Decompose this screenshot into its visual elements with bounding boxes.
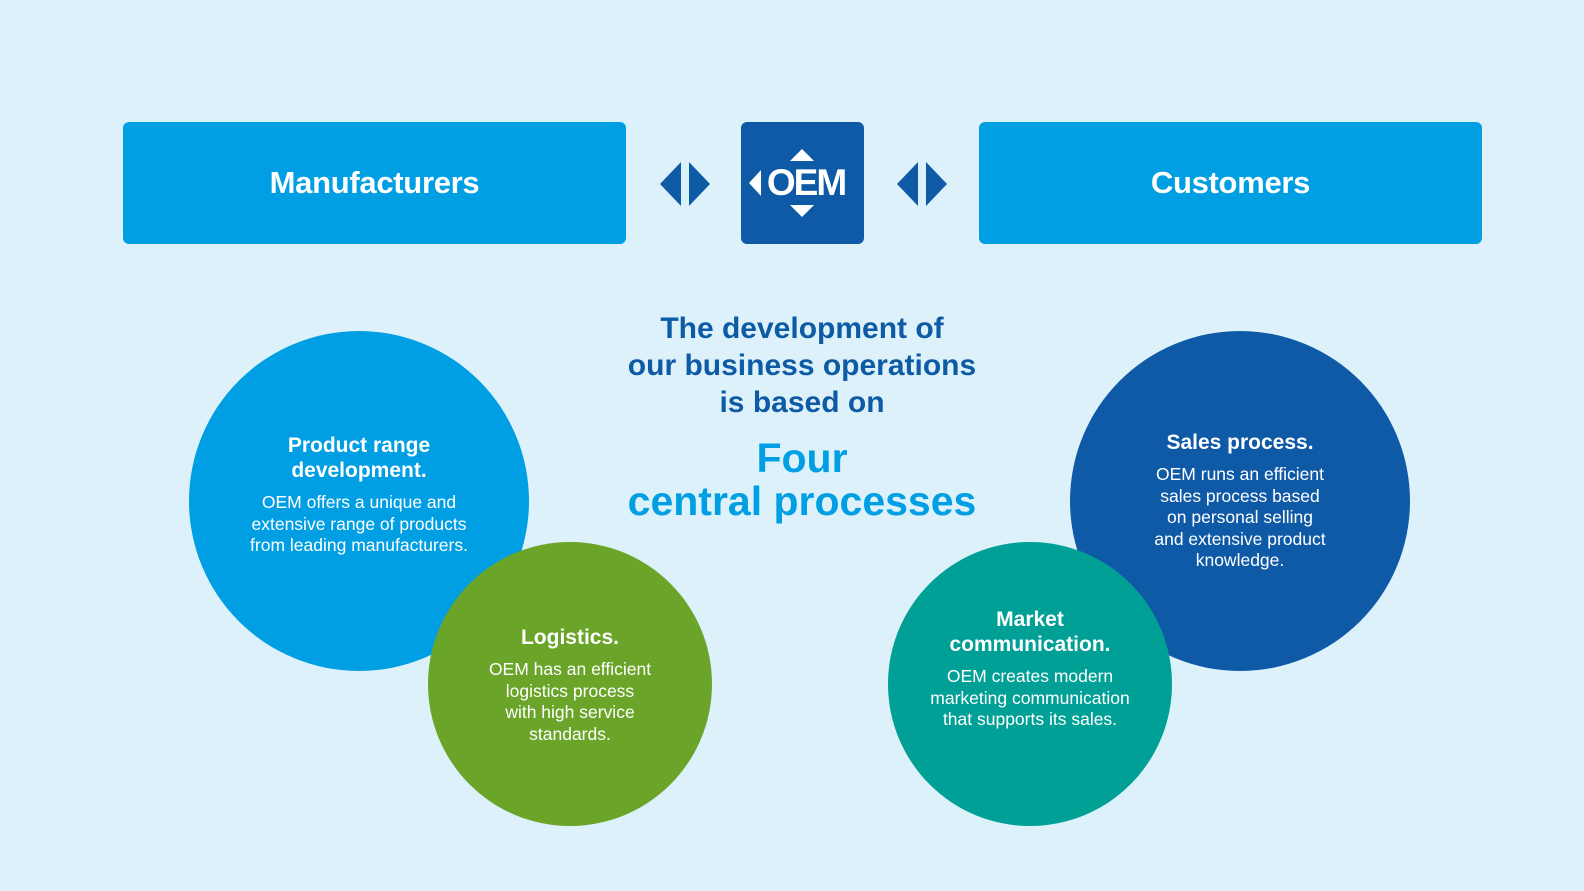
circle-body: OEM runs an efficient sales process base… xyxy=(1070,464,1410,572)
title-line: development. xyxy=(291,459,427,482)
body-line: OEM runs an efficient xyxy=(1156,464,1324,484)
body-line: extensive range of products xyxy=(251,513,467,534)
body-line: on personal selling xyxy=(1167,507,1313,527)
headline-line: The development of xyxy=(660,312,944,345)
circle-body: OEM has an efficient logistics process w… xyxy=(428,659,712,745)
body-line: standards. xyxy=(529,723,611,744)
circle-body: OEM offers a unique and extensive range … xyxy=(189,492,529,557)
body-line: logistics process xyxy=(505,680,635,701)
oem-logo: OEM xyxy=(741,122,864,244)
customers-label: Customers xyxy=(1150,165,1311,200)
body-line: sales process based xyxy=(1160,485,1320,506)
double-arrow-icon xyxy=(897,162,947,206)
headline-line: is based on xyxy=(719,386,885,419)
body-line: OEM has an efficient xyxy=(488,659,652,679)
double-arrow-icon xyxy=(660,162,710,206)
headline: The development of our business operatio… xyxy=(592,310,1012,421)
title-line: Sales process. xyxy=(1166,431,1314,454)
circle-title: Sales process. xyxy=(1070,430,1410,455)
body-line: and extensive product xyxy=(1154,528,1326,549)
title-line: communication. xyxy=(949,633,1111,656)
body-line: with high service xyxy=(505,702,635,722)
circle-body: OEM creates modern marketing communicati… xyxy=(888,666,1172,731)
circle-title: Logistics. xyxy=(428,625,712,650)
manufacturers-box: Manufacturers xyxy=(123,122,626,244)
emphasis-line: central processes xyxy=(627,478,977,524)
market-communication-circle: Market communication. OEM creates modern… xyxy=(888,542,1172,826)
body-line: marketing communication xyxy=(930,687,1130,708)
headline-line: our business operations xyxy=(627,349,977,382)
manufacturers-label: Manufacturers xyxy=(269,165,480,200)
headline-emphasis: Four central processes xyxy=(592,437,1012,523)
emphasis-line: Four xyxy=(756,435,848,481)
title-line: Market xyxy=(996,608,1064,631)
body-line: that supports its sales. xyxy=(942,709,1118,729)
title-line: Product range xyxy=(287,434,431,457)
body-line: knowledge. xyxy=(1195,550,1285,570)
logistics-circle: Logistics. OEM has an efficient logistic… xyxy=(428,542,712,826)
title-line: Logistics. xyxy=(520,626,620,649)
body-line: OEM offers a unique and xyxy=(261,492,457,512)
logo-text: OEM xyxy=(766,162,847,203)
circle-title: Market communication. xyxy=(888,607,1172,657)
body-line: from leading manufacturers. xyxy=(250,535,468,555)
product-range-circle: Product range development. OEM offers a … xyxy=(189,331,529,671)
customers-box: Customers xyxy=(979,122,1482,244)
body-line: OEM creates modern xyxy=(946,666,1114,686)
circle-title: Product range development. xyxy=(189,433,529,483)
